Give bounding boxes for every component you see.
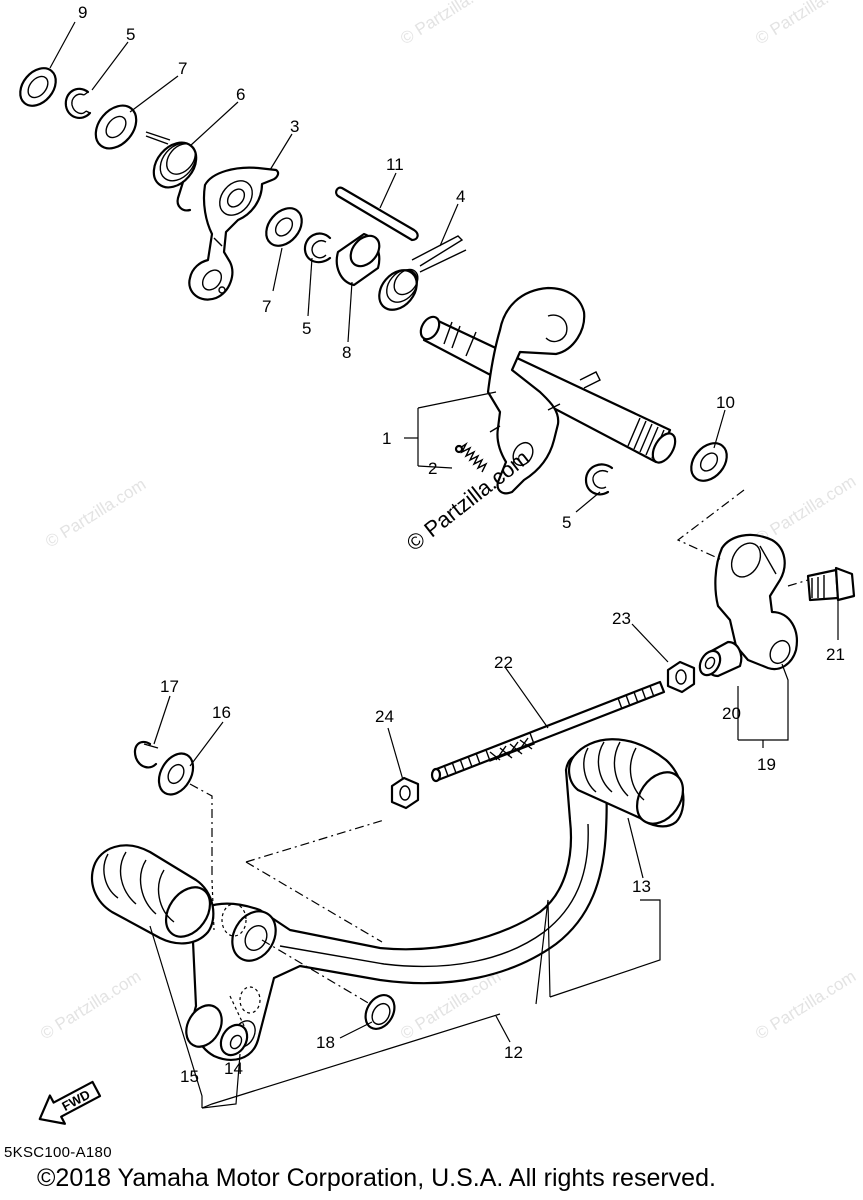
part-label-5: 5 xyxy=(562,513,571,532)
part-label-19: 19 xyxy=(757,755,776,774)
part-label-3: 3 xyxy=(290,117,299,136)
watermark: © Partzilla.com xyxy=(752,0,859,48)
part-label-18: 18 xyxy=(316,1033,335,1052)
washer-10 xyxy=(690,442,728,482)
part-label-8: 8 xyxy=(342,343,351,362)
leader-lines xyxy=(49,21,839,1109)
part-label-24: 24 xyxy=(375,707,394,726)
part-label-4: 4 xyxy=(456,187,465,206)
part-label-11: 11 xyxy=(386,155,404,174)
part-label-7: 7 xyxy=(178,59,187,78)
bushing-14 xyxy=(219,1023,249,1057)
bolt-21 xyxy=(806,566,856,602)
part-label-14: 14 xyxy=(224,1059,243,1078)
part-label-23: 23 xyxy=(612,609,631,628)
pedal-rubber-13 xyxy=(568,738,685,828)
torsion-spring-4 xyxy=(378,235,467,311)
part-label-20: 20 xyxy=(722,704,741,723)
ball-joint-20 xyxy=(698,640,743,678)
washer-16 xyxy=(157,752,195,796)
circlip-5-right xyxy=(584,463,614,496)
clip-17 xyxy=(133,740,159,769)
diagram-code: 5KSC100-A180 xyxy=(4,1144,112,1161)
watermark: © Partzilla.com xyxy=(42,475,149,552)
shift-shaft-1 xyxy=(419,286,677,495)
part-label-9: 9 xyxy=(78,3,87,22)
nut-24 xyxy=(390,776,420,810)
washer-7-top xyxy=(94,104,138,150)
part-label-21: 21 xyxy=(826,645,845,664)
part-label-13: 13 xyxy=(632,877,651,896)
part-label-2: 2 xyxy=(428,459,437,478)
washer-9 xyxy=(19,67,57,107)
part-label-6: 6 xyxy=(236,85,245,104)
watermark: © Partzilla.com xyxy=(752,472,859,549)
part-label-1: 1 xyxy=(382,429,391,448)
tie-rod-22 xyxy=(430,680,666,783)
watermark-center: © Partzilla.com xyxy=(402,445,534,556)
circlip-5-top xyxy=(64,87,92,119)
pin-11 xyxy=(335,186,419,242)
collar-8 xyxy=(335,232,381,287)
spring-2 xyxy=(454,441,488,473)
circlip-5-middle xyxy=(303,232,332,264)
washer-7-lower xyxy=(265,207,303,247)
watermark: © Partzilla.com xyxy=(397,0,504,48)
part-label-22: 22 xyxy=(494,653,513,672)
part-label-5: 5 xyxy=(302,319,311,338)
part-number-labels: 9 5 7 6 3 11 4 7 5 8 10 1 2 5 21 23 22 2… xyxy=(78,3,845,1086)
nut-23 xyxy=(666,660,696,694)
washer-18 xyxy=(364,994,396,1030)
shift-arm-3 xyxy=(188,166,280,301)
assembly-lines xyxy=(189,489,809,1005)
shift-arm-assembly-19 xyxy=(714,533,798,671)
part-label-7: 7 xyxy=(262,297,271,316)
part-label-10: 10 xyxy=(716,393,735,412)
torsion-spring-6 xyxy=(145,131,198,212)
watermark: © Partzilla.com xyxy=(752,967,859,1044)
part-label-12: 12 xyxy=(504,1043,523,1062)
pedal-rubber-15 xyxy=(90,844,215,945)
part-label-15: 15 xyxy=(180,1067,199,1086)
watermark: © Partzilla.com xyxy=(37,967,144,1044)
fwd-arrow-icon: FWD xyxy=(38,1080,102,1125)
part-label-16: 16 xyxy=(212,703,231,722)
part-label-5: 5 xyxy=(126,25,135,44)
part-label-17: 17 xyxy=(160,677,179,696)
copyright-notice: ©2018 Yamaha Motor Corporation, U.S.A. A… xyxy=(37,1164,716,1192)
